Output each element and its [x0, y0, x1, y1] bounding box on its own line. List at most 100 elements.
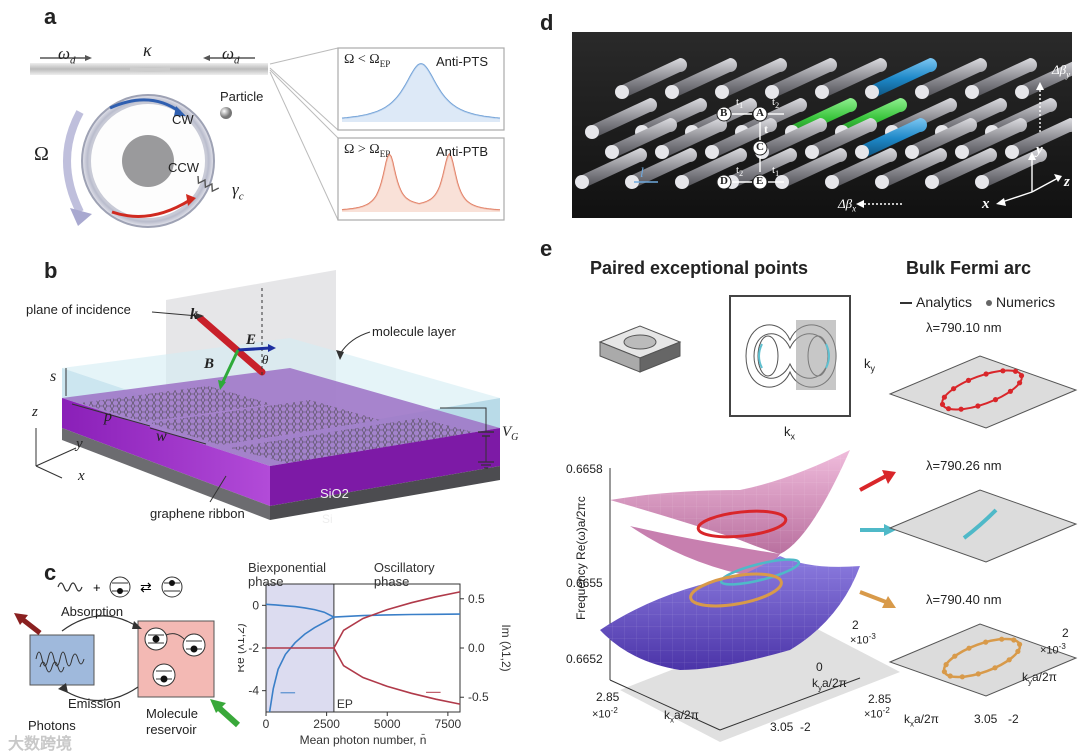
numerics-point: [983, 639, 989, 645]
waveguide-rod-end: [865, 85, 879, 99]
d-x-axis: x: [982, 196, 990, 212]
numerics-point: [1017, 641, 1023, 647]
e-kx-tick-0: 2.85: [596, 690, 620, 704]
series-line: [268, 616, 335, 713]
p-label: p: [104, 408, 112, 425]
waveguide-rod-end: [905, 145, 919, 159]
inset-ky-tick-1: -2: [1008, 712, 1019, 726]
lambda-1: λ=790.10 nm: [926, 320, 1002, 335]
e-z-tick-0: 0.6658: [566, 462, 603, 476]
series-line: [265, 603, 335, 618]
e-z-tick-1: 0.6655: [566, 576, 603, 590]
y-axis-label: y: [76, 436, 83, 452]
x-tick-label: 0: [263, 717, 270, 731]
inset-kx-tick-1: 3.05: [974, 712, 998, 726]
ccw-label: CCW: [168, 160, 200, 175]
numerics-point: [965, 377, 972, 383]
numerics-point: [975, 671, 981, 677]
site-e: E: [756, 175, 764, 187]
numerics-point: [992, 665, 998, 671]
x-tick-label: 7500: [435, 717, 462, 731]
legend-analytics: Analytics: [900, 294, 972, 310]
x-tick-label: 2500: [313, 717, 340, 731]
k-vector-label: k: [190, 306, 198, 323]
waveguide-rod: [972, 58, 1037, 99]
e-ky-exp: ×10-3: [850, 632, 876, 647]
waveguide-rod-end: [665, 85, 679, 99]
numerics-point: [941, 394, 947, 400]
e-ky-tick-0: 2: [852, 618, 859, 632]
y2-axis-label: Im (λ1,2): [499, 624, 513, 671]
waveguide-rod-end: [575, 175, 589, 189]
z-axis-label: z: [32, 404, 38, 420]
waveguide-rod-end: [625, 175, 639, 189]
numerics-point: [1012, 368, 1019, 374]
molecule-reservoir-label-1: Molecule: [146, 706, 199, 721]
graphene-ribbon-label: graphene ribbon: [150, 506, 245, 521]
inset-bottom-condition: Ω > ΩEP: [344, 142, 391, 159]
sio2-label: SiO2: [320, 486, 349, 501]
region-label: Biexponential: [248, 560, 326, 575]
omega-d-right: ωd: [222, 44, 240, 67]
anti-pts-label: Anti-PTS: [436, 54, 489, 69]
region-label: phase: [248, 574, 283, 589]
inset-ky-axis: kya/2π: [1022, 670, 1057, 687]
e-vector-label: E: [246, 332, 257, 348]
numerics-point: [958, 406, 964, 412]
e-z-tick-2: 0.6652: [566, 652, 603, 666]
numerics-point: [1011, 637, 1017, 643]
waveguide-rod: [962, 118, 1027, 159]
emission-label: Emission: [68, 696, 121, 711]
waveguide-rod-end: [585, 125, 599, 139]
numerics-point: [951, 386, 957, 392]
site-b: B: [720, 107, 728, 119]
waveguide-rod: [822, 58, 887, 99]
waveguide-rod: [672, 58, 737, 99]
waveguide-rod-end: [815, 85, 829, 99]
inset-kx-axis: kxa/2π: [904, 712, 939, 729]
waveguide-rod: [812, 118, 877, 159]
e-kx-axis-label: kxa/2π: [664, 708, 699, 725]
inset-kx-tick-0: 2.85: [868, 692, 892, 706]
waveguide-rod: [592, 98, 657, 139]
waveguide-rod: [772, 58, 837, 99]
panel-c-schematic: + ⇄: [14, 576, 241, 728]
waveguide-rod: [1022, 61, 1072, 99]
waveguide-rod-end: [975, 175, 989, 189]
series-line: [333, 613, 461, 618]
numerics-point: [983, 371, 989, 377]
x-axis-label: Mean photon number, n̄: [300, 733, 427, 747]
e-title-left: Paired exceptional points: [590, 258, 809, 278]
waveguide-rod: [762, 118, 827, 159]
svg-text:⇄: ⇄: [140, 579, 152, 595]
waveguide-rod-end: [875, 175, 889, 189]
s-label: s: [50, 368, 57, 385]
molecule-reservoir-label-2: reservoir: [146, 722, 197, 737]
waveguide-rod: [682, 148, 747, 189]
waveguide-rod-end: [955, 145, 969, 159]
waveguide-rod: [632, 148, 697, 189]
waveguide-rod: [712, 118, 777, 159]
panel-label-a: a: [44, 4, 57, 29]
t-label: t: [764, 122, 768, 136]
series-line: [333, 647, 461, 705]
waveguide-rod-end: [655, 145, 669, 159]
site-a: A: [756, 107, 764, 119]
numerics-point: [939, 401, 946, 407]
panel-e-figure: [598, 295, 1078, 742]
waveguide-rod-end: [765, 85, 779, 99]
site-c: C: [756, 141, 764, 153]
t1-top: t1: [736, 96, 744, 111]
waveguide-rod: [582, 148, 647, 189]
waveguide-rod-end: [925, 175, 939, 189]
waveguide-rod: [612, 118, 677, 159]
d-z-axis: z: [1064, 174, 1070, 190]
waveguide-rod: [1012, 118, 1072, 159]
e-ky-tick-1: 0: [816, 660, 823, 674]
e-z-axis-label: Frequency Re(ω)a/2πc: [574, 496, 588, 620]
site-d: D: [720, 175, 728, 187]
x-axis-label: x: [78, 468, 85, 484]
panel-label-c: c: [44, 560, 57, 585]
legend-numerics: Numerics: [986, 294, 1055, 310]
numerics-point: [992, 397, 999, 403]
